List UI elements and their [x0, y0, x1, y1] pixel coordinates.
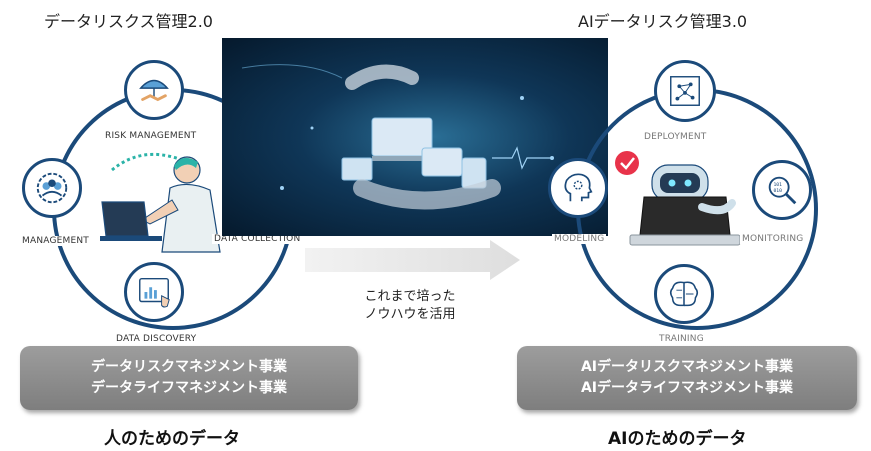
- chart-touch-icon: [139, 277, 170, 308]
- management-node: [22, 158, 82, 218]
- team-gear-icon: [36, 172, 68, 204]
- deployment-label: DEPLOYMENT: [642, 132, 709, 142]
- head-gear-icon: [564, 173, 593, 202]
- umbrella-handshake-icon: [139, 79, 169, 102]
- left-box-line-1: データリスクマネジメント事業: [91, 359, 287, 375]
- network-brain-map-icon: [670, 76, 700, 106]
- data-collection-label: DATA COLLECTION: [212, 234, 303, 244]
- modeling-label: MODELING: [552, 234, 607, 244]
- digital-technology-photo: [222, 38, 608, 236]
- brain-circuit-icon: [669, 281, 699, 307]
- training-node: [654, 264, 714, 324]
- magnifier-binary-icon: 101 010: [768, 176, 797, 205]
- caption-line-1: これまで培った: [364, 289, 456, 304]
- transition-caption: これまで培った ノウハウを活用: [330, 288, 490, 324]
- transition-arrow: [305, 240, 520, 280]
- caption-line-2: ノウハウを活用: [364, 307, 456, 322]
- right-footer: AIのためのデータ: [608, 429, 747, 449]
- person-laptop-illustration: [100, 152, 221, 253]
- svg-text:101: 101: [773, 182, 782, 188]
- data-discovery-label: DATA DISCOVERY: [114, 334, 199, 344]
- robot-laptop-illustration: [615, 151, 741, 246]
- left-footer: 人のためのデータ: [104, 429, 240, 449]
- monitoring-label: MONITORING: [740, 234, 806, 244]
- left-business-box: データリスクマネジメント事業 データライフマネジメント事業: [20, 346, 358, 410]
- data-discovery-node: [124, 262, 184, 322]
- right-box-line-2: AIデータライフマネジメント事業: [580, 380, 794, 396]
- risk-management-node: [124, 60, 184, 120]
- right-title: AIデータリスク管理3.0: [578, 12, 748, 31]
- training-label: TRAINING: [657, 334, 706, 344]
- monitoring-node: 101 010: [752, 160, 812, 220]
- management-label: MANAGEMENT: [20, 236, 91, 246]
- right-box-line-1: AIデータリスクマネジメント事業: [580, 359, 794, 375]
- left-box-line-2: データライフマネジメント事業: [91, 380, 287, 396]
- modeling-node: [548, 158, 608, 218]
- risk-management-label: RISK MANAGEMENT: [103, 131, 199, 141]
- deployment-node: [654, 60, 716, 122]
- svg-text:010: 010: [773, 188, 782, 194]
- left-title: データリスクス管理2.0: [44, 12, 213, 31]
- right-business-box: AIデータリスクマネジメント事業 AIデータライフマネジメント事業: [517, 346, 857, 410]
